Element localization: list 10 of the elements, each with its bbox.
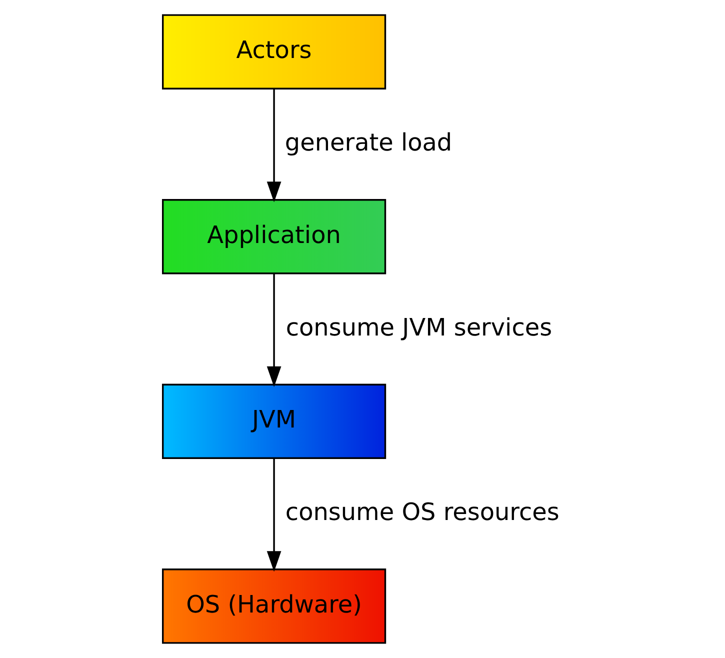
node-box: Actors	[162, 14, 386, 90]
arrow	[266, 88, 281, 202]
node-box: JVM	[162, 384, 386, 460]
edge-label: consume OS resources	[284, 498, 559, 526]
arrow	[266, 458, 281, 572]
edge-label: generate load	[284, 128, 452, 157]
node-box: OS (Hardware)	[162, 568, 386, 644]
arrow	[266, 274, 281, 387]
edge-label: consume JVM services	[285, 313, 552, 342]
node-box: Application	[162, 198, 386, 274]
